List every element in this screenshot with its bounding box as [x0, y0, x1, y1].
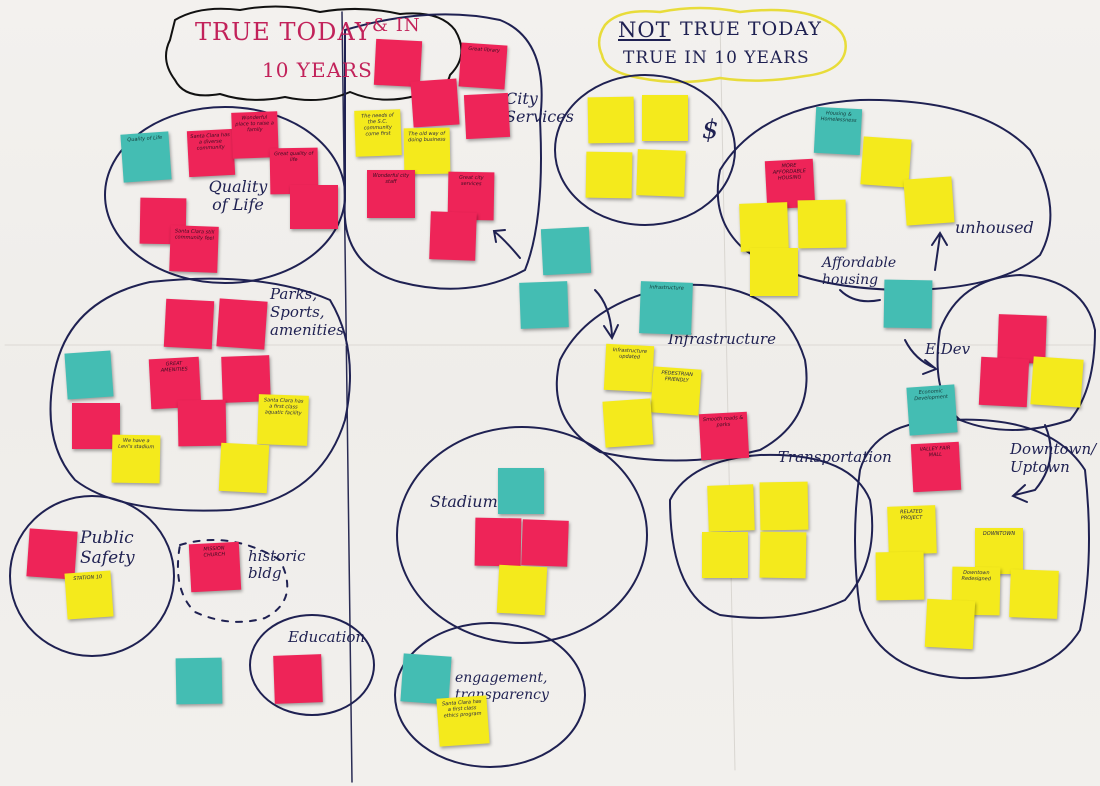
sticky-note-d3	[585, 151, 633, 199]
sticky-note-dt4: DOWNTOWN	[975, 528, 1023, 574]
historic-label: historic bldg	[248, 547, 306, 582]
city-services-label: City Services	[505, 89, 574, 126]
education-cluster-outline	[249, 614, 375, 716]
dollar-sign-label: $	[702, 115, 719, 145]
sticky-note-c3	[410, 78, 460, 128]
paper-crease	[719, 19, 736, 771]
sticky-note-e2	[175, 657, 223, 705]
sticky-note-i5: Smooth roads & parks	[698, 411, 750, 461]
sticky-note-p1	[163, 298, 215, 350]
sticky-note-c5: The needs of the S.C. community come fir…	[354, 109, 402, 157]
sticky-note-c4	[463, 92, 511, 140]
sticky-note-i2: Infrastructure updated	[603, 343, 655, 393]
sticky-note-p6	[177, 399, 227, 447]
not-true-word: NOT	[618, 18, 671, 42]
true-today-amp: & IN	[372, 15, 421, 36]
sticky-note-a5	[883, 279, 933, 329]
sticky-note-q1: Quality of Life	[120, 131, 172, 183]
stadium-cluster-outline	[396, 426, 648, 644]
downtown-uptown-label: Downtown/ Uptown	[1010, 440, 1097, 476]
arrow-to-city-services	[492, 229, 521, 259]
sticky-note-st3	[521, 519, 569, 567]
city-services-cluster-outline	[343, 13, 543, 290]
sticky-note-a4	[750, 248, 798, 296]
sticky-note-st1	[498, 468, 544, 514]
sticky-note-dt7	[924, 598, 976, 650]
sticky-note-a3	[797, 199, 847, 249]
sticky-note-q7: Santa Clara still community feel	[169, 225, 219, 273]
arrow-to-downtown	[1011, 424, 1052, 503]
edev-label: E.Dev	[925, 340, 971, 358]
sticky-note-st4	[496, 564, 548, 616]
sticky-note-t2	[759, 481, 809, 531]
transportation-label: Transportation	[778, 448, 892, 466]
sticky-note-u1: Housing & Homelessness	[813, 106, 863, 156]
public-safety-cluster-outline	[9, 495, 175, 657]
sticky-note-t3	[702, 532, 748, 578]
sticky-note-st2	[474, 517, 522, 567]
sticky-note-h1: MISSION CHURCH	[188, 541, 242, 593]
sticky-note-d1	[587, 96, 635, 144]
true-in-10-years-title: TRUE IN 10 YEARS	[623, 48, 810, 68]
education-label: Education	[288, 628, 366, 646]
sticky-note-m2	[519, 281, 569, 329]
sticky-note-c1	[373, 38, 423, 88]
sticky-note-dt2: RELATED PROJECT	[887, 505, 937, 555]
arrow-up-unhoused	[931, 231, 948, 271]
not-true-today-title: TRUE TODAY	[680, 18, 822, 40]
sticky-note-s2: STATION 10	[64, 570, 114, 620]
historic-cluster-outline	[176, 539, 289, 623]
arrow-affordable-loop	[839, 289, 881, 303]
sticky-note-dt6	[1009, 569, 1059, 619]
sticky-note-c6: The old way of doing business	[403, 127, 451, 175]
public-safety-label: Public Safety	[80, 528, 135, 568]
quality-of-life-label: Quality of Life	[208, 177, 268, 214]
sticky-note-i1: Infrastructure	[639, 281, 693, 335]
sticky-note-en1	[400, 653, 452, 705]
sticky-note-ed4: Economic Development	[906, 384, 958, 436]
sticky-note-p2	[216, 298, 268, 350]
sticky-note-dt1: VALLEY FAIR MALL	[910, 441, 962, 493]
paper-seam-line	[341, 11, 353, 783]
sticky-note-d2	[642, 95, 688, 141]
sticky-note-u3	[903, 176, 955, 226]
unhoused-label: unhoused	[955, 218, 1034, 237]
sticky-note-c9	[429, 211, 477, 261]
sticky-note-p10	[218, 442, 270, 494]
not-true-cloud-outline	[597, 6, 847, 84]
ten-years-title: 10 YEARS	[262, 58, 373, 82]
parks-cluster-outline	[49, 277, 351, 512]
sticky-note-a2	[739, 202, 789, 252]
sticky-note-p9: Santa Clara has a first class aquatic fa…	[257, 394, 309, 446]
sticky-note-d4	[636, 149, 686, 197]
sticky-note-c7: Wonderful city staff	[367, 170, 415, 218]
parks-label: Parks, Sports, amenities	[270, 285, 344, 339]
sticky-note-p8: We have a Levi's stadium	[111, 434, 161, 484]
stadium-label: Stadium	[430, 492, 498, 511]
arrow-to-infrastructure	[594, 289, 619, 341]
sticky-note-m1	[540, 226, 592, 276]
affordable-housing-label: Affordable housing	[822, 255, 897, 288]
sticky-note-t4	[759, 531, 807, 579]
transportation-cluster-outline	[668, 453, 874, 619]
infrastructure-label: Infrastructure	[668, 330, 776, 348]
sticky-note-i3: PEDESTRIAN FRIENDLY	[650, 366, 702, 416]
sticky-note-p3	[64, 350, 114, 400]
sticky-note-c2: Great library	[458, 42, 508, 90]
true-today-title: TRUE TODAY	[195, 18, 372, 46]
sticky-note-q2: Santa Clara has a diverse community	[186, 128, 236, 178]
sticky-note-t1	[707, 484, 755, 532]
sticky-note-i4	[602, 398, 654, 448]
sticky-note-ed2	[978, 356, 1030, 408]
sticky-note-en2: Santa Clara has a first class ethics pro…	[436, 695, 490, 747]
sticky-note-s1	[26, 528, 78, 580]
sticky-note-dt3	[875, 551, 925, 601]
sticky-note-e1	[273, 654, 323, 704]
engagement-cluster-outline	[394, 622, 586, 768]
arrow-to-edev	[904, 339, 938, 375]
sticky-note-q5	[290, 185, 338, 229]
sticky-note-ed3	[1030, 356, 1084, 408]
